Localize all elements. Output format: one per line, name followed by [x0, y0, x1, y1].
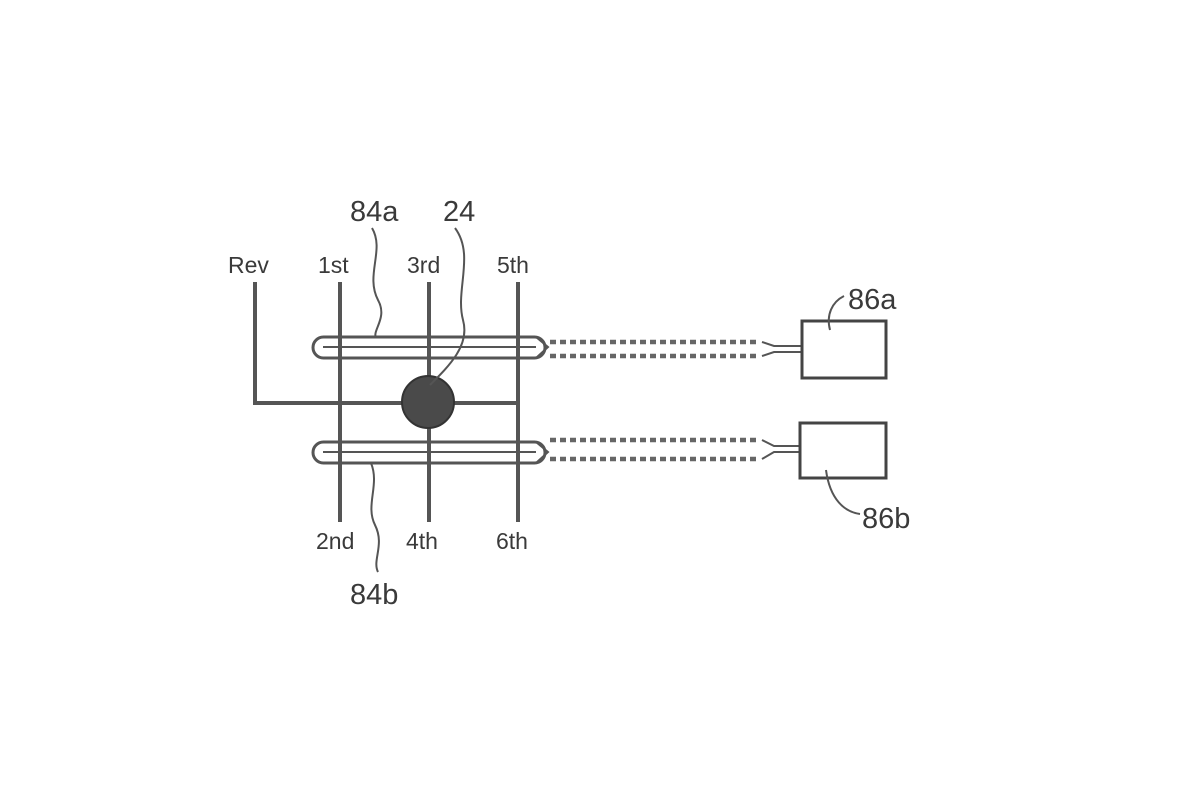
ref-label-86b: 86b	[862, 503, 910, 535]
connector-86a	[761, 341, 802, 357]
tube-84a-end-cap	[535, 336, 550, 359]
leader-line-24	[429, 227, 466, 386]
gear-label-6th: 6th	[496, 528, 528, 554]
shift-knob-24	[401, 375, 455, 429]
gear-label-4th: 4th	[406, 528, 438, 554]
gear-label-5th: 5th	[497, 252, 529, 278]
gear-label-2nd: 2nd	[316, 528, 354, 554]
ref-label-24: 24	[443, 196, 475, 228]
tube-84b-end-cap	[535, 441, 550, 464]
gate-line-rev	[253, 282, 340, 405]
leader-line-86a	[827, 295, 845, 331]
control-box-86a	[800, 319, 888, 380]
leader-line-84a	[371, 227, 383, 339]
gear-label-rev: Rev	[228, 252, 269, 278]
ref-label-84a: 84a	[350, 196, 399, 228]
ref-label-86a: 86a	[848, 284, 897, 316]
gear-label-3rd: 3rd	[407, 252, 440, 278]
gear-label-1st: 1st	[318, 252, 349, 278]
leader-line-84b	[370, 462, 380, 573]
control-box-86b	[798, 421, 888, 480]
ref-label-84b: 84b	[350, 579, 398, 611]
leader-line-86b	[825, 469, 861, 515]
connector-86b	[761, 439, 800, 460]
